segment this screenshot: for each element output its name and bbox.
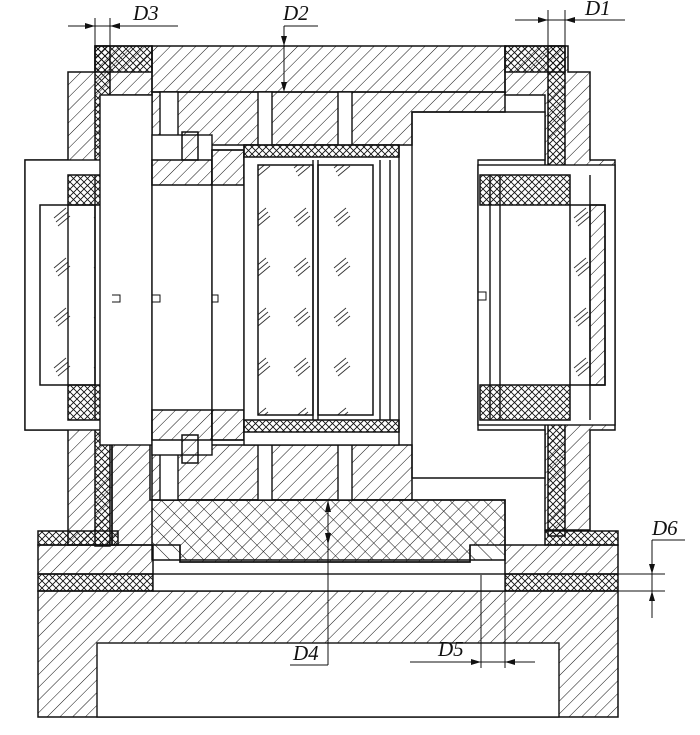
central-lens-cell — [243, 144, 400, 446]
dimension-d2-leader — [281, 25, 318, 92]
dimension-d4-leader — [290, 500, 331, 666]
label-d5: D5 — [437, 637, 464, 661]
dimension-d3-leader — [68, 18, 178, 46]
left-lens-assembly — [24, 94, 153, 446]
label-d6: D6 — [651, 516, 678, 540]
dimension-d5-leader — [410, 545, 535, 668]
middle-rings — [151, 131, 245, 464]
dimension-d1-leader — [515, 10, 625, 46]
label-d2: D2 — [282, 1, 309, 25]
label-d1: D1 — [584, 0, 611, 20]
dimension-d6-leader — [618, 539, 685, 618]
posts — [159, 91, 353, 501]
right-frame — [411, 111, 546, 479]
label-d3: D3 — [132, 1, 159, 25]
right-lens-assembly — [477, 164, 616, 426]
label-d4: D4 — [292, 641, 319, 665]
